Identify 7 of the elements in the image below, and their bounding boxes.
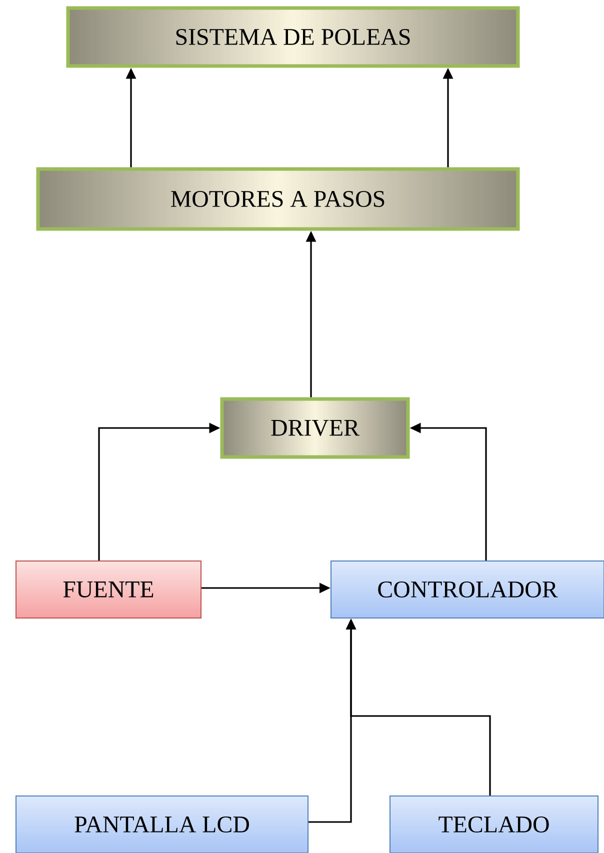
power-box: FUENTE	[16, 560, 202, 618]
component-box: CONTROLADOR	[330, 560, 604, 618]
process-box: MOTORES A PASOS	[36, 167, 520, 231]
process-box: SISTEMA DE POLEAS	[66, 6, 520, 68]
component-box: PANTALLA LCD	[16, 796, 308, 853]
component-box: TECLADO	[390, 796, 598, 853]
process-box: DRIVER	[220, 397, 410, 459]
